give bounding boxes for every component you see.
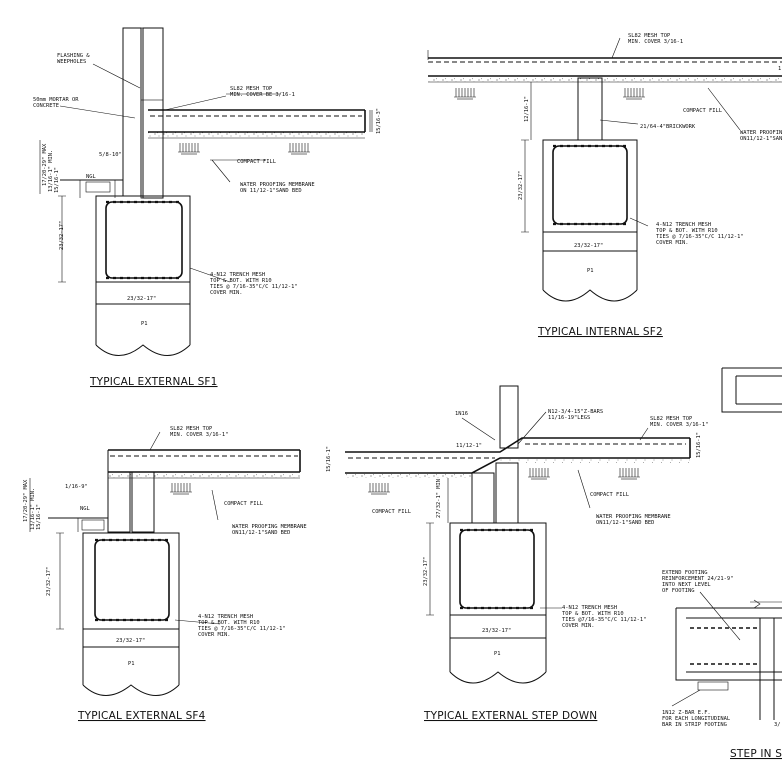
note-compact-fill-left: COMPACT FILL (372, 509, 411, 515)
dim-5-8-10: 5/8-10" (99, 152, 122, 158)
pier (95, 282, 191, 345)
pier (82, 629, 180, 685)
dim-width: 23/32-17" (116, 638, 145, 644)
dim-partial: 3/ (774, 722, 781, 728)
dim-left-c: 15/16-1" (36, 504, 42, 530)
note-n16: 1N16 (455, 411, 468, 417)
dim-depth: 23/32-17" (59, 221, 65, 250)
note-flashing: FLASHING &WEEPHOLES (57, 53, 90, 65)
pier-label: P1 (587, 268, 594, 274)
dim-left-c: 15/16-1" (54, 167, 60, 193)
note-brickwork: 21/64-4"BRICKWORK (640, 124, 696, 130)
dim-slab: 1 (778, 66, 781, 72)
note-compact-fill: COMPACT FILL (683, 108, 722, 114)
brick-wall (107, 471, 131, 533)
detail-step-down: TYPICAL EXTERNAL STEP DOWN 1N16 N12-3/4-… (345, 385, 708, 722)
dim-height: 12/16-1" (524, 96, 530, 122)
floor-slab (428, 57, 782, 77)
dim-depth: 23/32-17" (46, 567, 52, 596)
floor-slab (108, 449, 301, 473)
dim-width: 23/32-17" (482, 628, 511, 634)
dim-slab: 15/16-1" (696, 432, 702, 458)
dim-slab: 15/16-1" (326, 446, 332, 472)
dim-height: 27/32-1" MIN (436, 479, 442, 518)
note-compact-fill-right: COMPACT FILL (590, 492, 629, 498)
dim-slab: 15/16-3" (376, 108, 382, 134)
detail-title: TYPICAL EXTERNAL SF4 (77, 710, 206, 722)
dim-left-a: 17/20-29" MAX (42, 143, 48, 186)
ngl-label: NGL (80, 506, 90, 512)
pier (542, 232, 638, 290)
detail-external-sf1: TYPICAL EXTERNAL SF1 FLASHING &WEEPHOLES… (33, 27, 382, 388)
detail-title: TYPICAL EXTERNAL SF1 (89, 376, 218, 388)
dim-depth: 23/32-17" (423, 557, 429, 586)
pier-label: P1 (141, 321, 148, 327)
note-compact-fill: COMPACT FILL (224, 501, 263, 507)
dim-depth: 23/32-17" (518, 171, 524, 200)
brickwork (577, 77, 603, 141)
detail-title: STEP IN S (730, 748, 782, 760)
brick-wall (499, 385, 519, 449)
detail-title: TYPICAL INTERNAL SF2 (537, 326, 663, 338)
note-compact-fill: COMPACT FILL (237, 159, 276, 165)
dim-width: 23/32-17" (574, 243, 603, 249)
strip-footing (542, 139, 638, 233)
strip-footing (82, 532, 180, 630)
ngl-label: NGL (86, 174, 96, 180)
brick-wall (122, 27, 142, 197)
pier-label: P1 (494, 651, 501, 657)
pier (449, 615, 547, 672)
dim-1-16-9: 1/16-9" (65, 484, 88, 490)
detail-title: TYPICAL EXTERNAL STEP DOWN (423, 710, 597, 722)
pier-label: P1 (128, 661, 135, 667)
floor-slab (148, 109, 366, 133)
dim-width: 23/32-17" (127, 296, 156, 302)
dim-11-12-1: 11/12-1" (456, 443, 482, 449)
strip-footing (449, 522, 547, 616)
dim-left-a: 17/20-29" MAX (23, 479, 29, 522)
dim-left-b: 13/16-1" MIN. (30, 488, 36, 530)
strip-footing (95, 195, 191, 283)
dim-left-b: 13/16-1" MIN. (48, 150, 54, 192)
